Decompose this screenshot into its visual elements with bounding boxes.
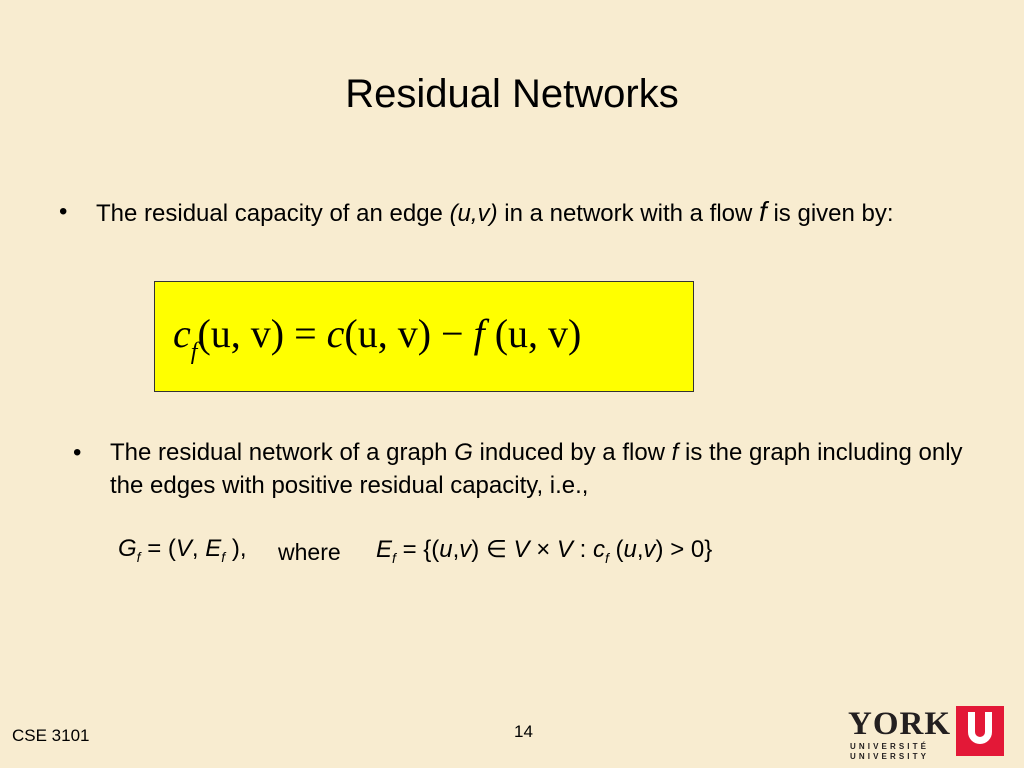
def-u2: u	[623, 536, 637, 563]
page-number: 14	[514, 722, 533, 741]
def-c: c	[592, 536, 605, 563]
formula-lhs-sub: f	[190, 339, 198, 365]
def-set-b: ) ∈	[471, 536, 514, 563]
def-c-sub: f	[604, 550, 609, 566]
residual-edge-set-definition: Ef = {(u,v) ∈ V × V : cf (u,v) > 0}	[376, 535, 712, 566]
def-colon: :	[572, 536, 593, 563]
logo-line-english: UNIVERSITY	[850, 752, 930, 761]
def-e1-sub: f	[221, 549, 226, 565]
def-g-rhs-b: ),	[225, 535, 247, 562]
def-times: ×	[529, 536, 557, 563]
bullet1-edge: (u,v)	[449, 200, 498, 227]
formula-rhs-c: c	[326, 311, 345, 356]
def-c-args-a: (	[608, 536, 624, 563]
bullet-residual-network: • The residual network of a graph G indu…	[73, 436, 970, 502]
bullet2-graph: G	[454, 439, 473, 466]
bullet1-text-a: The residual capacity of an edge	[96, 200, 450, 227]
def-set-a: = {(	[395, 536, 440, 563]
def-g-rhs-a: = (	[140, 535, 176, 562]
formula-rhs-c-args: (u, v)	[344, 311, 432, 356]
def-set-comma: ,	[452, 536, 460, 563]
def-comma: ,	[191, 535, 206, 562]
formula-minus: −	[431, 311, 474, 356]
bullet-marker: •	[73, 439, 82, 466]
york-university-logo: YORK UNIVERSITÉ UNIVERSITY	[848, 706, 1008, 762]
bullet1-text-c: is given by:	[766, 200, 894, 227]
formula-rhs-f: f	[473, 311, 485, 356]
def-c-comma: ,	[636, 536, 644, 563]
def-g-sub: f	[136, 549, 141, 565]
slide-title: Residual Networks	[345, 72, 679, 116]
formula-rhs-f-args: (u, v)	[484, 311, 582, 356]
york-u-mark-icon	[956, 706, 1004, 756]
residual-graph-definition: Gf = (V, Ef ),	[118, 535, 247, 565]
course-label: CSE 3101	[12, 726, 90, 745]
formula-lhs-c: c	[173, 311, 191, 356]
def-e1: E	[205, 535, 222, 562]
logo-line-french: UNIVERSITÉ	[850, 742, 930, 751]
def-e2-sub: f	[392, 550, 396, 566]
bullet-marker: •	[59, 198, 68, 225]
def-v4: v	[643, 536, 656, 563]
where-label: where	[278, 539, 341, 565]
def-v2: V	[513, 536, 530, 563]
formula-equals: =	[284, 311, 327, 356]
def-c-args-b: ) > 0}	[655, 536, 713, 563]
def-v1: V	[175, 535, 192, 562]
bullet1-flow: f	[759, 196, 767, 227]
logo-wordmark: YORK	[848, 706, 951, 742]
bullet2-text-a: The residual network of a graph	[110, 439, 455, 466]
def-g: G	[118, 535, 137, 562]
def-u: u	[439, 536, 453, 563]
residual-capacity-formula: cf(u, v) = c(u, v) − f (u, v)	[173, 310, 581, 366]
def-e2: E	[376, 536, 393, 563]
def-v3: V	[556, 536, 573, 563]
bullet1-text-b: in a network with a flow	[497, 200, 760, 227]
bullet2-text-b: induced by a flow	[472, 439, 672, 466]
residual-capacity-formula-box: cf(u, v) = c(u, v) − f (u, v)	[154, 281, 694, 392]
bullet-residual-capacity: • The residual capacity of an edge (u,v)…	[59, 195, 966, 230]
bullet2-flow: f	[671, 439, 679, 466]
bullet2-text-c: is the graph including only the edges wi…	[110, 439, 963, 499]
def-v: v	[459, 536, 472, 563]
formula-lhs-args: (u, v)	[197, 311, 285, 356]
u-glyph-icon	[968, 712, 992, 744]
